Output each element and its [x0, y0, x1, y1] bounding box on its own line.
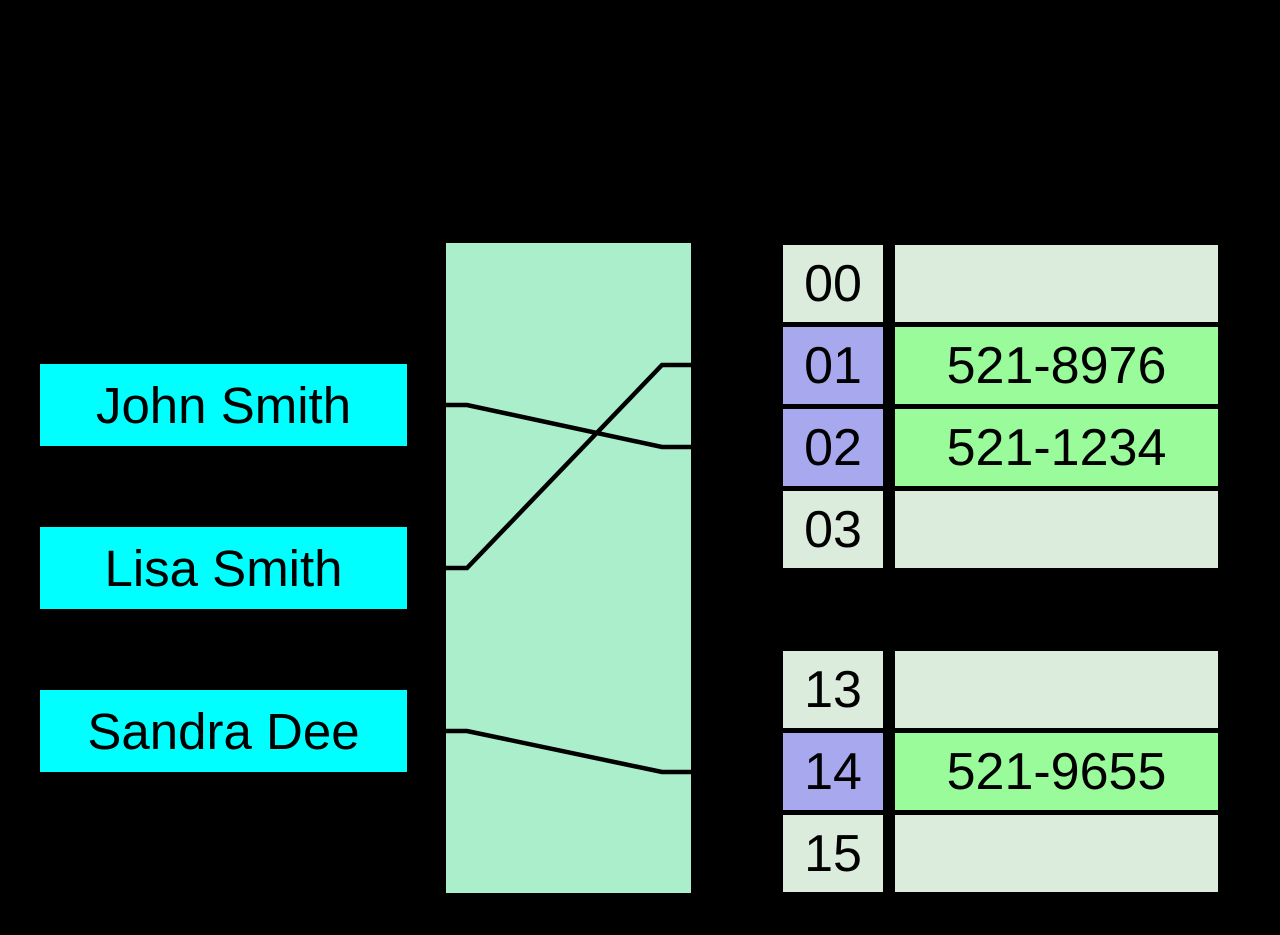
key-label-sandra-dee: Sandra Dee	[87, 702, 360, 760]
key-label-lisa-smith: Lisa Smith	[104, 539, 343, 597]
key-box-john-smith: John Smith	[40, 364, 407, 446]
bucket-index-00: 00	[783, 245, 883, 322]
key-label-john-smith: John Smith	[95, 376, 352, 434]
key-box-lisa-smith: Lisa Smith	[40, 527, 407, 609]
bucket-value-01: 521-8976	[895, 327, 1218, 404]
bucket-value-00	[895, 245, 1218, 322]
bucket-index-14: 14	[783, 733, 883, 810]
bucket-value-13	[895, 651, 1218, 728]
bucket-index-02: 02	[783, 409, 883, 486]
key-box-sandra-dee: Sandra Dee	[40, 690, 407, 772]
bucket-value-14: 521-9655	[895, 733, 1218, 810]
bucket-index-15: 15	[783, 815, 883, 892]
bucket-index-03: 03	[783, 491, 883, 568]
bucket-index-01: 01	[783, 327, 883, 404]
bucket-value-03	[895, 491, 1218, 568]
bucket-index-13: 13	[783, 651, 883, 728]
hash-function-box	[446, 243, 691, 893]
bucket-value-02: 521-1234	[895, 409, 1218, 486]
bucket-value-15	[895, 815, 1218, 892]
